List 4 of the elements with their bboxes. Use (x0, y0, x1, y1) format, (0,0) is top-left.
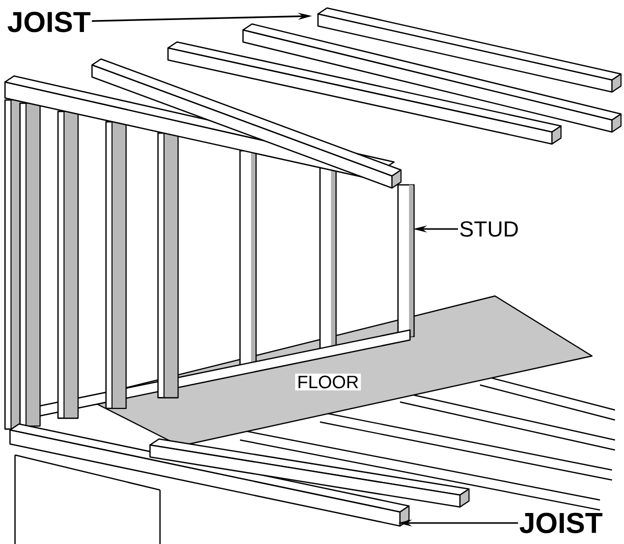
part-label: JOIST (520, 512, 602, 534)
part-label: JOIST (8, 12, 90, 32)
floor-label: FLOOR (295, 374, 361, 390)
part-label: STUD (460, 221, 518, 237)
